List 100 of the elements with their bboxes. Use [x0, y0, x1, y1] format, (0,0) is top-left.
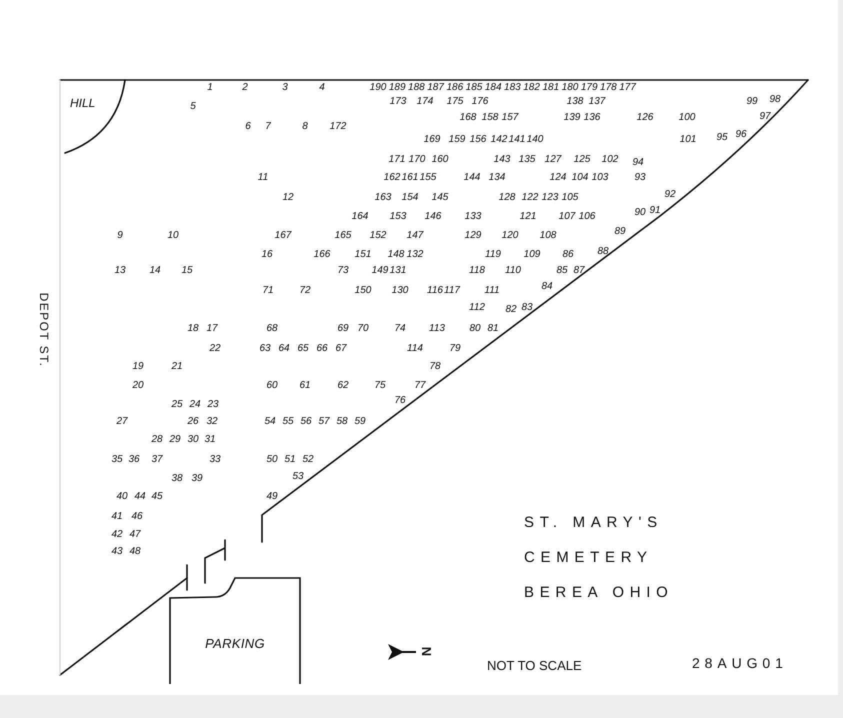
plot-number: 131 — [390, 266, 406, 276]
plot-number: 178 — [600, 83, 617, 93]
plot-number: 86 — [562, 250, 574, 260]
plot-number: 77 — [414, 381, 426, 391]
plot-number: 127 — [544, 155, 562, 165]
plot-number: 1 — [207, 83, 213, 93]
plot-number: 106 — [578, 212, 596, 222]
plot-number: 82 — [505, 305, 517, 315]
plot-number: 144 — [464, 173, 480, 183]
plot-number: 70 — [357, 324, 369, 334]
plot-number: 68 — [266, 324, 278, 334]
plot-number: 122 — [522, 193, 538, 203]
plot-number: 65 — [297, 344, 309, 354]
plot-number: 45 — [151, 492, 163, 502]
plot-number: 130 — [392, 286, 408, 296]
plot-number: 137 — [588, 97, 606, 107]
plot-number: 156 — [470, 135, 486, 145]
plot-number: 33 — [209, 455, 221, 465]
plot-number: 56 — [300, 417, 312, 427]
street-label: DEPOT ST. — [36, 292, 52, 368]
plot-number: 129 — [464, 231, 482, 241]
plot-number: 29 — [169, 435, 181, 445]
plot-number: 153 — [390, 212, 406, 222]
plot-number: 99 — [746, 97, 758, 107]
plot-number: 169 — [424, 135, 440, 145]
plot-number: 84 — [541, 282, 553, 292]
plot-number: 147 — [406, 231, 424, 241]
plot-number: 4 — [319, 83, 325, 93]
plot-number: 179 — [580, 83, 598, 93]
plot-number: 187 — [427, 83, 444, 93]
plot-number: 165 — [334, 231, 352, 241]
plot-number: 105 — [562, 193, 578, 203]
plot-number: 163 — [374, 193, 392, 203]
plot-number: 36 — [128, 455, 140, 465]
plot-number: 46 — [131, 512, 143, 522]
plot-number: 177 — [619, 83, 636, 93]
plot-number: 72 — [299, 286, 311, 296]
plot-number: 172 — [330, 122, 346, 132]
plot-number: 189 — [388, 83, 406, 93]
plot-number: 157 — [502, 113, 518, 123]
plot-number: 182 — [523, 83, 540, 93]
plot-number: 54 — [264, 417, 276, 427]
plot-number: 69 — [337, 324, 349, 334]
plot-number: 100 — [678, 113, 696, 123]
plot-number: 95 — [716, 133, 728, 143]
plot-number: 142 — [490, 135, 508, 145]
plot-number: 123 — [542, 193, 558, 203]
date-label: 28AUG01 — [692, 654, 788, 673]
plot-number: 183 — [504, 83, 521, 93]
plot-number: 67 — [335, 344, 347, 354]
plot-number: 93 — [634, 173, 646, 183]
plot-number: 19 — [132, 362, 144, 372]
plot-number: 3 — [282, 83, 288, 93]
plot-number: 55 — [282, 417, 294, 427]
plot-number: 73 — [337, 266, 349, 276]
plot-number: 141 — [508, 135, 526, 145]
plot-number: 184 — [484, 83, 502, 93]
plot-number: 119 — [485, 250, 501, 260]
plot-number: 47 — [129, 530, 141, 540]
plot-number: 176 — [472, 97, 488, 107]
plot-number: 108 — [540, 231, 556, 241]
plot-number: 49 — [266, 492, 278, 502]
plot-number: 41 — [111, 512, 123, 522]
plot-number: 24 — [189, 400, 201, 410]
plot-number: 62 — [337, 381, 349, 391]
plot-number: 145 — [432, 193, 448, 203]
plot-number: 152 — [370, 231, 386, 241]
plot-number: 59 — [354, 417, 366, 427]
plot-number: 25 — [171, 400, 183, 410]
plot-number: 103 — [592, 173, 608, 183]
plot-number: 107 — [558, 212, 576, 222]
north-label: N — [420, 646, 434, 656]
plot-number: 132 — [406, 250, 424, 260]
plot-number: 40 — [116, 492, 128, 502]
plot-number: 125 — [574, 155, 590, 165]
plot-number: 124 — [550, 173, 566, 183]
plot-number: 180 — [562, 83, 578, 93]
plot-number: 161 — [402, 173, 418, 183]
plot-number: 117 — [444, 286, 460, 296]
plot-number: 39 — [191, 474, 203, 484]
plot-number: 14 — [149, 266, 161, 276]
plot-number: 159 — [448, 135, 466, 145]
plot-number: 155 — [420, 173, 436, 183]
plot-number: 126 — [636, 113, 654, 123]
plot-number: 9 — [117, 231, 123, 241]
plot-number: 50 — [266, 455, 278, 465]
plot-number: 151 — [354, 250, 372, 260]
plot-number: 35 — [111, 455, 123, 465]
plot-number: 71 — [262, 286, 274, 296]
plot-number: 8 — [302, 122, 308, 132]
plot-number: 90 — [634, 208, 646, 218]
plot-number: 188 — [408, 83, 425, 93]
plot-number: 5 — [190, 102, 196, 112]
plot-number: 185 — [466, 83, 482, 93]
plot-number: 57 — [318, 417, 330, 427]
plot-number: 22 — [209, 344, 221, 354]
plot-number: 140 — [526, 135, 544, 145]
plot-number: 66 — [316, 344, 328, 354]
plot-number: 181 — [542, 83, 560, 93]
plot-number: 190 — [370, 83, 386, 93]
